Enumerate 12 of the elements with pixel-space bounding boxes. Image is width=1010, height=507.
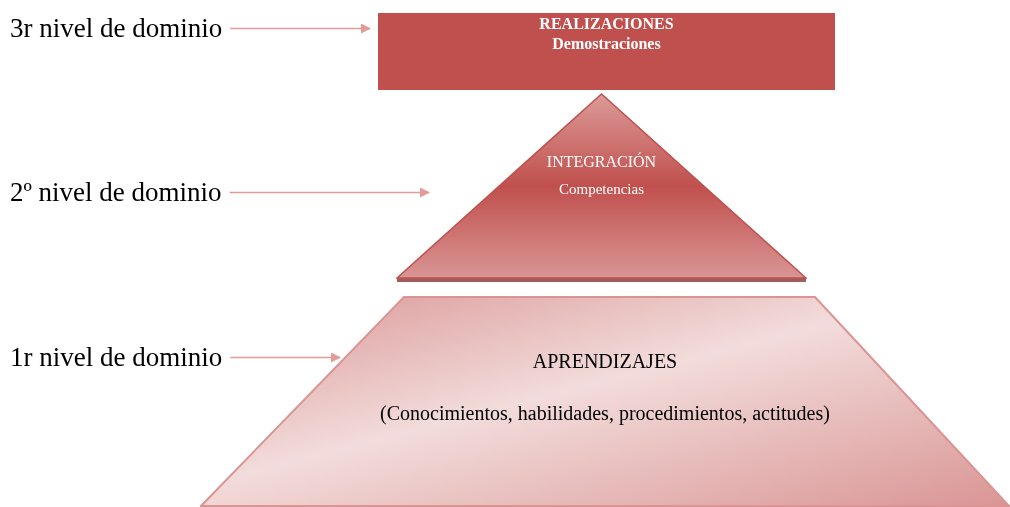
level-heading: INTEGRACIÓN (545, 153, 658, 171)
level-description: (Conocimientos, habilidades, procedimientos, actitudes) (380, 401, 830, 427)
level-label: 1r nivel de dominio (10, 342, 223, 372)
level-heading: APRENDIZAJES (531, 349, 679, 374)
arrow (229, 23, 371, 34)
level-description: Demostraciones (551, 35, 662, 53)
level-label: 3r nivel de dominio (10, 13, 223, 43)
level-label: 2º nivel de dominio (10, 177, 222, 207)
arrow (228, 187, 430, 198)
level-heading: REALIZACIONES (538, 15, 675, 33)
level-description: Competencias (558, 181, 645, 198)
arrow (229, 352, 341, 363)
